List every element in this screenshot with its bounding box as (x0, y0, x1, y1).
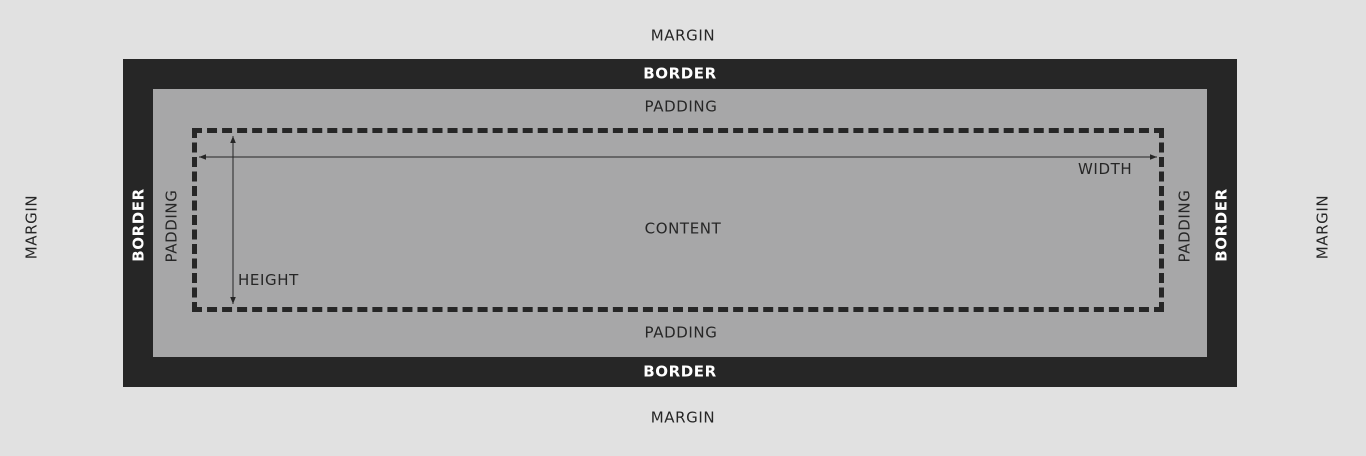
border-label-right: BORDER (1212, 188, 1231, 262)
margin-label-bottom: MARGIN (650, 408, 716, 427)
border-label-left: BORDER (129, 188, 148, 262)
border-label-top: BORDER (643, 64, 717, 83)
margin-label-top: MARGIN (650, 26, 716, 45)
content-label: CONTENT (644, 219, 722, 238)
margin-label-left: MARGIN (22, 194, 41, 260)
padding-label-right: PADDING (1175, 189, 1194, 263)
margin-label-right: MARGIN (1313, 194, 1332, 260)
padding-label-bottom: PADDING (644, 323, 718, 342)
padding-box (153, 89, 1207, 357)
border-label-bottom: BORDER (643, 362, 717, 381)
padding-label-top: PADDING (644, 97, 718, 116)
width-label: WIDTH (1078, 160, 1133, 178)
height-label: HEIGHT (238, 271, 299, 289)
padding-label-left: PADDING (162, 189, 181, 263)
content-box (192, 128, 1164, 312)
